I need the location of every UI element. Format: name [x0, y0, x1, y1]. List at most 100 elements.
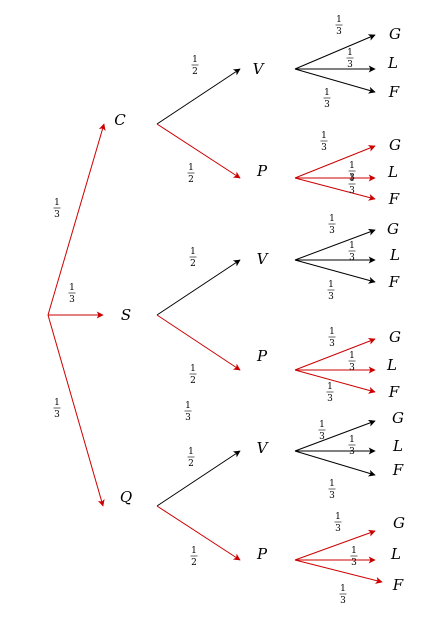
svg-text:2: 2 — [188, 175, 194, 185]
prob-S-V: 12 — [189, 247, 197, 269]
edge-root-Q — [47, 314, 105, 507]
node-C-V-G: G — [389, 25, 401, 43]
prob-Q-V-G: 13 — [318, 420, 326, 442]
svg-text:3: 3 — [347, 60, 353, 70]
svg-text:1: 1 — [329, 214, 335, 224]
prob-Q-P-G: 13 — [334, 512, 342, 534]
edge-Q-V-F — [294, 450, 376, 477]
prob-root-S: 13 — [68, 283, 76, 305]
prob-S-P-F: 13 — [326, 382, 334, 404]
prob-Q-P-L: 13 — [350, 546, 358, 568]
prob-Q-V-F: 13 — [328, 479, 336, 501]
prob-C-P-L: 13 — [348, 161, 356, 183]
prob-Q-V-L: 13 — [348, 435, 356, 457]
svg-text:3: 3 — [54, 410, 60, 420]
node-S-P: P — [256, 347, 268, 365]
prob-C-V-F: 13 — [323, 88, 331, 110]
svg-text:1: 1 — [190, 247, 196, 257]
svg-text:1: 1 — [349, 435, 355, 445]
edge-S-P-G — [294, 338, 376, 371]
svg-text:1: 1 — [190, 364, 196, 374]
svg-text:1: 1 — [335, 512, 341, 522]
edge-C-P-G — [294, 145, 376, 179]
svg-text:1: 1 — [192, 55, 198, 65]
node-C: C — [114, 111, 126, 129]
node-C-V: V — [253, 60, 266, 78]
prob-C-V: 12 — [191, 55, 199, 77]
svg-text:3: 3 — [340, 596, 346, 606]
svg-text:2: 2 — [192, 67, 198, 77]
svg-text:3: 3 — [327, 394, 333, 404]
svg-text:3: 3 — [329, 339, 335, 349]
node-S-V-F: F — [388, 273, 400, 291]
edge-Q-P — [156, 505, 241, 561]
prob-stray: 13 — [184, 401, 192, 423]
svg-text:3: 3 — [54, 210, 60, 220]
svg-text:3: 3 — [336, 27, 342, 37]
prob-S-V-G: 13 — [328, 214, 336, 236]
svg-text:1: 1 — [349, 174, 355, 184]
prob-Q-P: 12 — [190, 546, 198, 568]
edge-S-V — [156, 259, 241, 316]
svg-text:2: 2 — [188, 459, 194, 469]
svg-text:1: 1 — [188, 163, 194, 173]
edge-S-V-F — [294, 259, 376, 284]
node-S-V: V — [257, 250, 270, 268]
node-C-P-L: L — [387, 163, 398, 181]
node-S: S — [121, 306, 131, 324]
node-Q-P-G: G — [393, 514, 405, 532]
edge-root-C — [47, 123, 106, 316]
node-Q-V-F: F — [392, 461, 404, 479]
node-Q: Q — [120, 488, 132, 506]
svg-text:1: 1 — [185, 401, 191, 411]
node-S-P-F: F — [388, 383, 400, 401]
prob-C-V-G: 13 — [335, 15, 343, 37]
svg-text:2: 2 — [191, 558, 197, 568]
node-Q-V-L: L — [392, 437, 403, 455]
svg-text:1: 1 — [319, 420, 325, 430]
svg-text:1: 1 — [349, 241, 355, 251]
node-C-V-L: L — [387, 54, 398, 72]
node-S-P-L: L — [386, 356, 397, 374]
edge-C-V — [156, 68, 241, 125]
svg-text:3: 3 — [349, 186, 355, 196]
edge-Q-V — [156, 450, 241, 507]
svg-text:3: 3 — [349, 173, 355, 183]
edge-Q-P-F — [294, 559, 383, 584]
svg-text:1: 1 — [188, 447, 194, 457]
svg-text:1: 1 — [336, 15, 342, 25]
svg-text:3: 3 — [328, 292, 334, 302]
node-S-P-G: G — [389, 328, 401, 346]
node-S-V-L: L — [389, 246, 400, 264]
prob-root-Q: 13 — [53, 398, 61, 420]
svg-text:1: 1 — [54, 398, 60, 408]
svg-text:1: 1 — [329, 327, 335, 337]
prob-S-P-G: 13 — [328, 327, 336, 349]
svg-text:1: 1 — [191, 546, 197, 556]
prob-Q-V: 12 — [187, 447, 195, 469]
svg-text:3: 3 — [329, 491, 335, 501]
edge-C-P-F — [294, 177, 376, 201]
edge-C-P — [156, 123, 241, 179]
svg-text:3: 3 — [185, 413, 191, 423]
node-C-P-G: G — [389, 136, 401, 154]
svg-text:1: 1 — [321, 131, 327, 141]
svg-text:1: 1 — [347, 48, 353, 58]
svg-text:1: 1 — [69, 283, 75, 293]
svg-text:3: 3 — [351, 558, 357, 568]
svg-text:2: 2 — [190, 259, 196, 269]
svg-text:2: 2 — [190, 376, 196, 386]
node-Q-P-L: L — [390, 545, 401, 563]
prob-root-C: 13 — [53, 198, 61, 220]
edge-S-P — [156, 314, 241, 371]
svg-text:1: 1 — [349, 351, 355, 361]
prob-C-V-L: 13 — [346, 48, 354, 70]
svg-text:1: 1 — [349, 161, 355, 171]
prob-S-P-L: 13 — [348, 351, 356, 373]
svg-text:3: 3 — [335, 524, 341, 534]
prob-S-P: 12 — [189, 364, 197, 386]
edge-C-V-G — [294, 34, 376, 70]
node-Q-V-G: G — [392, 409, 404, 427]
node-S-V-G: G — [387, 220, 399, 238]
